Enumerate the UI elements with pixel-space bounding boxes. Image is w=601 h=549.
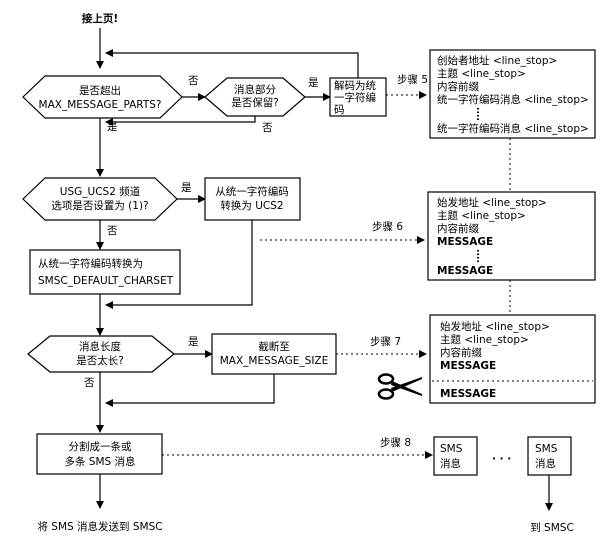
decision-ucs2-option [22, 177, 178, 221]
decision-part-keep-line2: 是否保留? [231, 96, 279, 109]
step5-label: 步骤 5 [397, 74, 428, 86]
panel-step6 [427, 191, 596, 281]
step7-label: 步骤 7 [370, 336, 401, 348]
end-left-label: 将 SMS 消息发送到 SMSC [37, 520, 162, 533]
scissors-icon [377, 373, 422, 400]
panel5-line2: 主题 <line_stop> [437, 68, 526, 80]
process-decode-unicode [329, 77, 387, 117]
decision-too-long-line2: 是否太长? [76, 354, 124, 367]
sms-box-2 [527, 436, 572, 476]
step6-label: 步骤 6 [372, 221, 403, 233]
process-to-ucs2 [204, 177, 301, 221]
label-ucs2-yes: 是 [181, 182, 192, 194]
process-to-default-charset-line1: 从统一字符编码转换为 [38, 257, 143, 270]
process-decode-unicode-line3: 码 [334, 104, 345, 116]
panel5-line4: 统一字符编码消息 <line_stop> [437, 93, 589, 106]
panel7-line3: 内容前缀 [440, 346, 482, 359]
panel7-line2: 主题 <line_stop> [440, 334, 529, 346]
decision-ucs2-line2: 选项是否设置为 (1)? [51, 199, 148, 212]
start-label: 接上页! [82, 12, 118, 25]
panel-step7 [429, 314, 596, 404]
process-decode-unicode-line1: 解码为统 [334, 79, 376, 92]
decision-exceed-parts-line2: MAX_MESSAGE_PARTS? [39, 99, 162, 111]
flow-part-keep-no [105, 116, 256, 126]
panel5-line5: 统一字符编码消息 <line_stop> [437, 122, 589, 135]
end-right-label: 到 SMSC [530, 522, 574, 534]
label-ucs2-no: 否 [107, 225, 118, 237]
sms-box-2-line2: 消息 [535, 457, 556, 470]
process-split-line1: 分割成一条或 [69, 440, 132, 453]
process-to-ucs2-line1: 从统一字符编码 [215, 185, 289, 198]
sms-ellipsis: · · · [492, 453, 511, 465]
label-part-keep-yes: 是 [308, 77, 319, 89]
sms-box-1-line2: 消息 [440, 457, 461, 470]
panel5-line3: 内容前缀 [437, 80, 479, 93]
process-truncate-line1: 截断至 [258, 340, 290, 353]
process-decode-unicode-line2: 一字符编 [334, 91, 376, 104]
panel6-line4: MESSAGE [437, 236, 493, 248]
process-to-default-charset-line2: SMSC_DEFAULT_CHARSET [38, 275, 174, 287]
decision-part-keep [204, 77, 306, 117]
panel-step5 [429, 49, 596, 139]
decision-exceed-parts-line1: 是否超出 [79, 84, 121, 97]
sms-box-2-line1: SMS [535, 443, 558, 455]
label-exceed-yes: 是 [107, 121, 118, 133]
panel7-line5: MESSAGE [440, 388, 496, 400]
label-part-keep-no: 否 [262, 122, 273, 134]
panel7-line4: MESSAGE [440, 360, 496, 372]
step8-label: 步骤 8 [380, 437, 411, 449]
panel6-line5: MESSAGE [437, 265, 493, 277]
process-to-ucs2-line2: 转换为 UCS2 [220, 199, 283, 212]
process-to-default-charset [29, 249, 181, 295]
decision-part-keep-line1: 消息部分 [234, 83, 276, 96]
sms-box-1-line1: SMS [440, 443, 463, 455]
process-truncate [211, 333, 337, 375]
label-exceed-no: 否 [188, 75, 199, 87]
flow-truncate-to-merge [105, 374, 275, 407]
process-split [36, 433, 163, 475]
panel6-line2: 主题 <line_stop> [437, 210, 526, 222]
process-split-line2: 多条 SMS 消息 [64, 455, 135, 468]
decision-too-long-line1: 消息长度 [79, 340, 121, 353]
sms-box-1 [433, 436, 478, 476]
process-truncate-line2: MAX_MESSAGE_SIZE [220, 355, 329, 367]
panel5-line1: 创始者地址 <line_stop> [437, 54, 557, 67]
decision-exceed-parts [22, 75, 183, 119]
decision-ucs2-line1: USG_UCS2 频道 [60, 185, 141, 198]
panel6-line3: 内容前缀 [437, 222, 479, 235]
panel7-line1: 始发地址 <line_stop> [440, 320, 550, 333]
panel6-line1: 始发地址 <line_stop> [437, 196, 547, 209]
label-too-long-yes: 是 [188, 336, 199, 348]
label-too-long-no: 否 [84, 377, 95, 389]
flow-ucs2-to-merge [105, 220, 253, 309]
decision-too-long [27, 335, 175, 373]
